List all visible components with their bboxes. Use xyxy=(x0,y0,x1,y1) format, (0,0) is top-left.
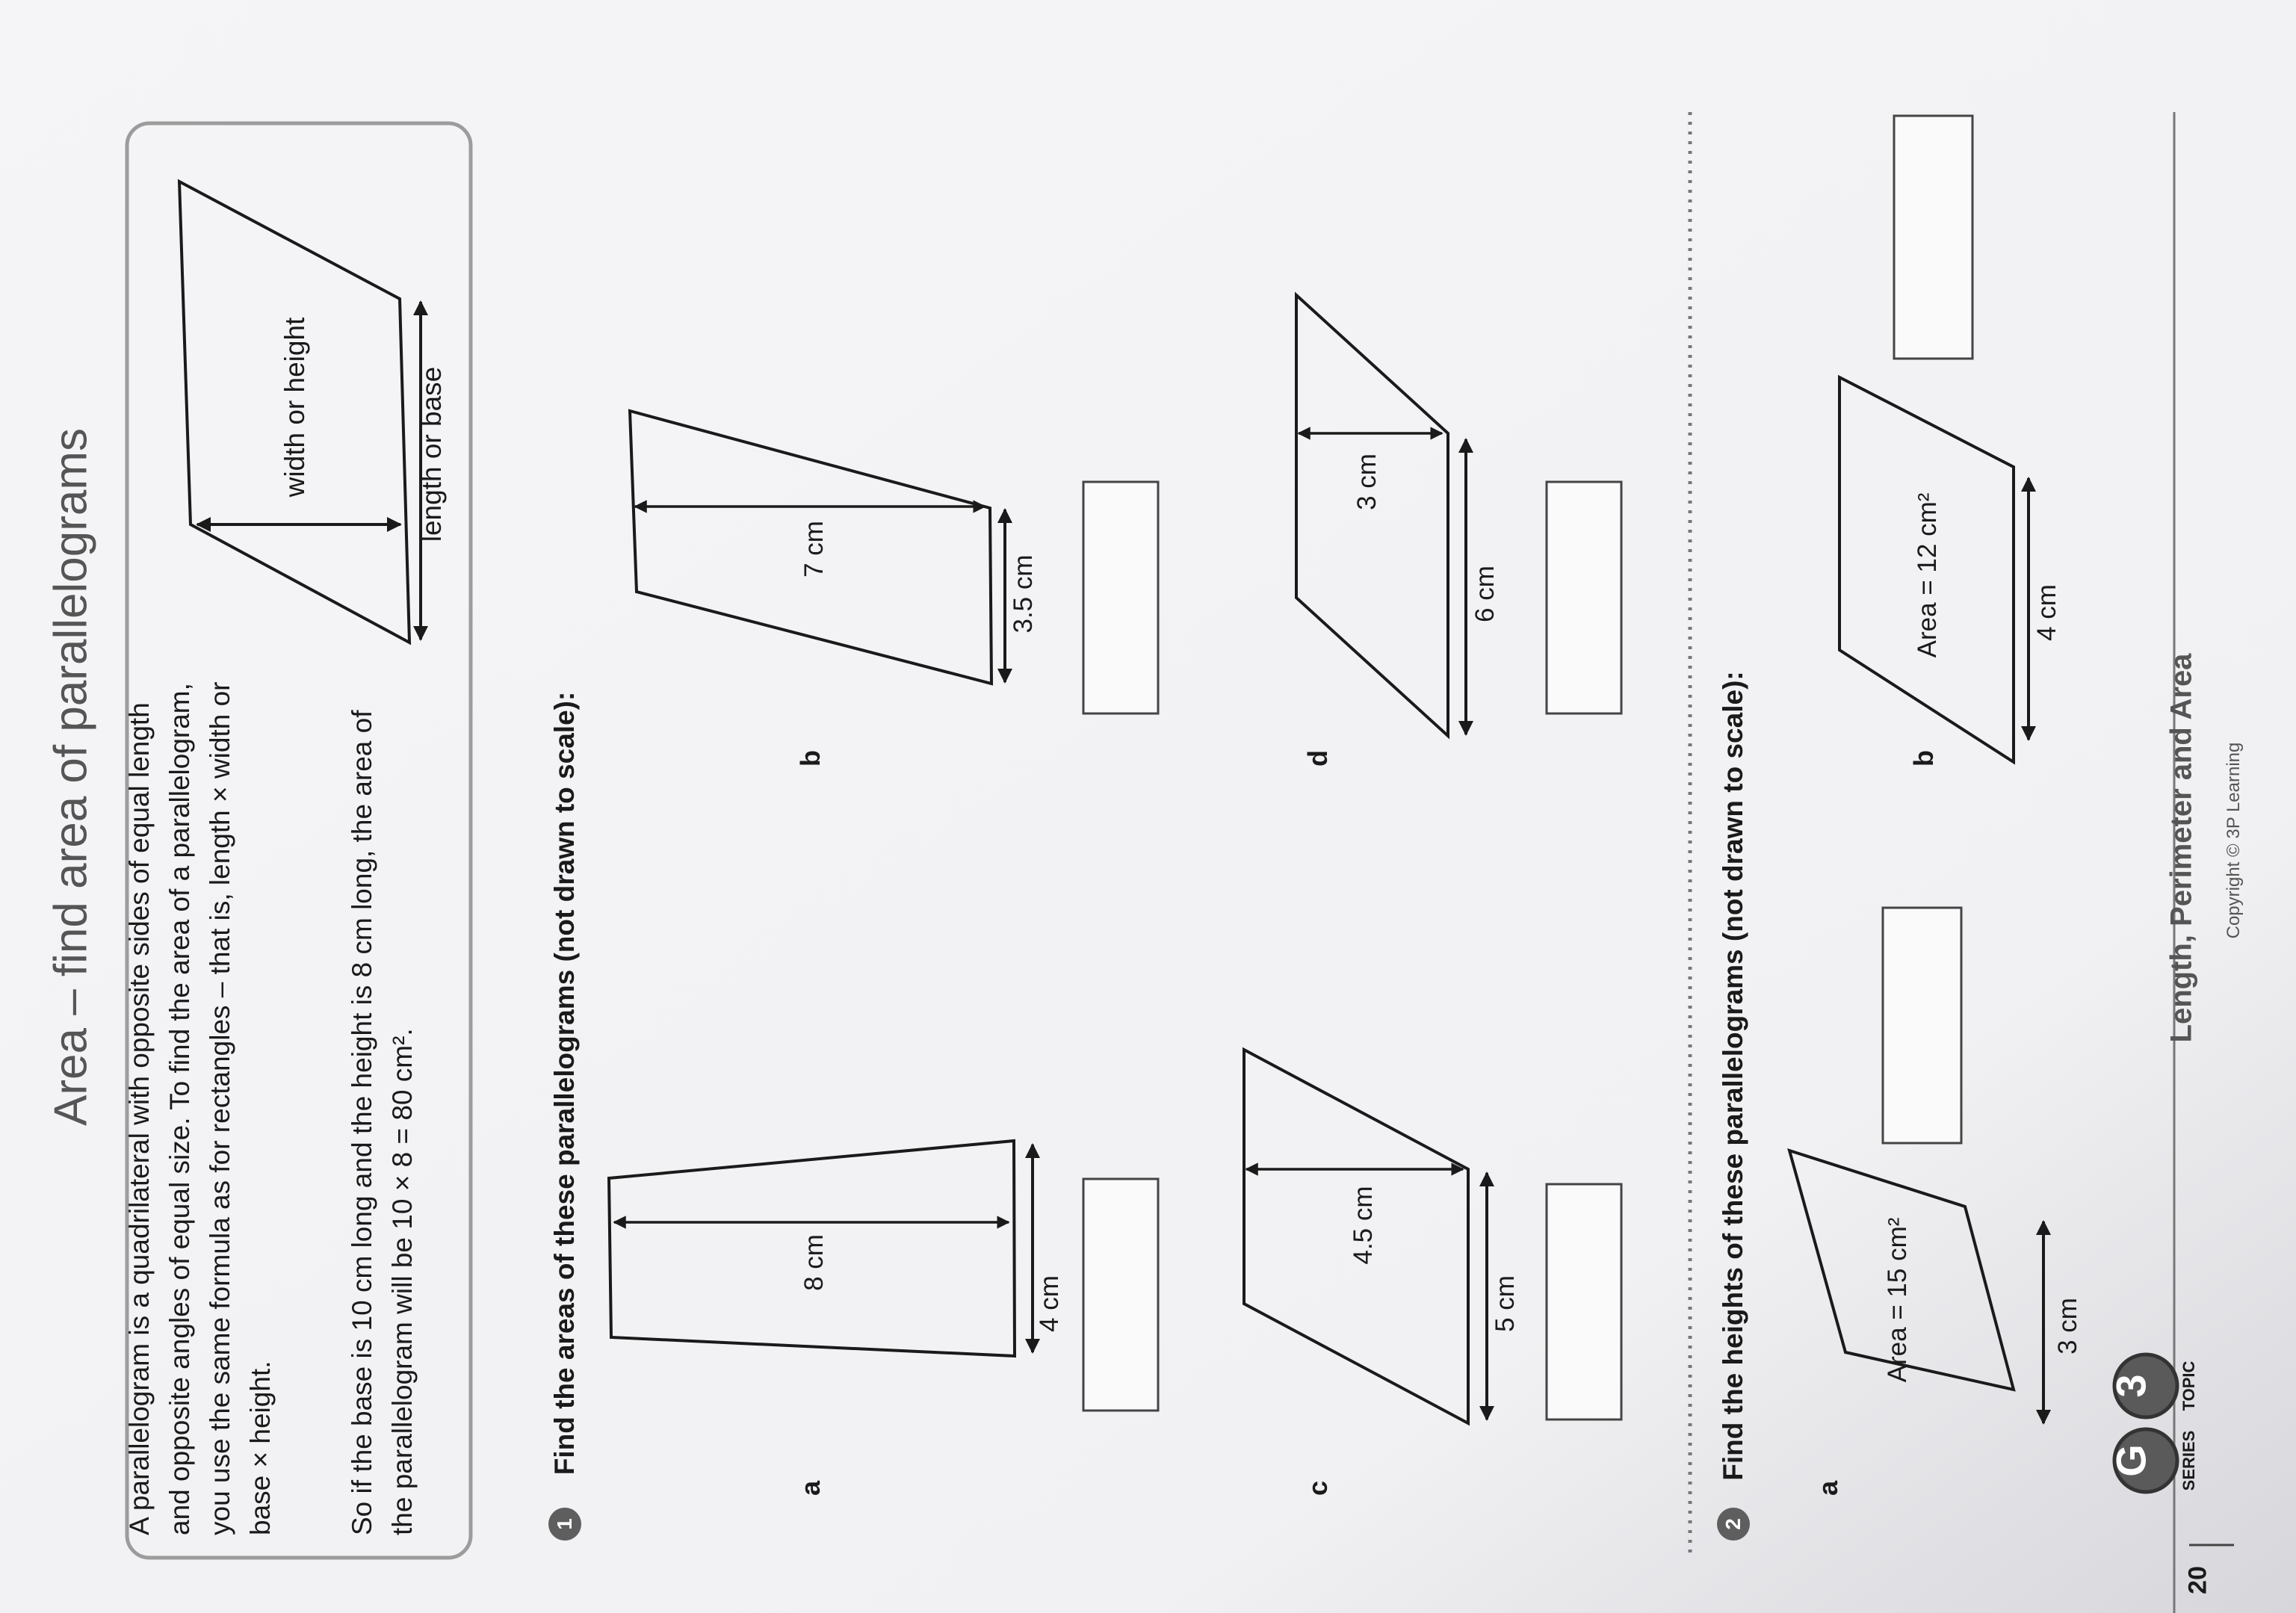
q1a-answer-box[interactable] xyxy=(1082,1177,1160,1412)
q1a-parallelogram xyxy=(607,1139,1017,1358)
topic-title: Length, Perimeter and Area xyxy=(2165,653,2198,1043)
q1b-base-label: 3.5 cm xyxy=(1009,554,1038,634)
topic-label: TOPIC xyxy=(2179,1360,2198,1411)
q1a-base-label: 4 cm xyxy=(1035,1275,1064,1332)
question-2-number: 2 xyxy=(1717,1508,1750,1541)
info-paragraph-2: So if the base is 10 cm long and the hei… xyxy=(347,710,418,1535)
page-number: 20 xyxy=(2183,1566,2212,1594)
q1c-letter: c xyxy=(1302,1480,1333,1496)
q1d-answer-box[interactable] xyxy=(1545,480,1623,715)
q1d-letter: d xyxy=(1302,750,1333,767)
question-2-text: Find the heights of these parallelograms… xyxy=(1718,671,1748,1481)
q1b-letter: b xyxy=(795,750,826,767)
q2b-answer-box[interactable] xyxy=(1893,114,1974,360)
q2a-parallelogram xyxy=(1787,1148,2016,1392)
q1a-letter: a xyxy=(795,1480,826,1496)
q1d-height-label: 3 cm xyxy=(1352,453,1381,510)
q2b-letter: b xyxy=(1908,750,1939,767)
q1c-base-label: 5 cm xyxy=(1491,1275,1520,1332)
question-1-text: Find the areas of these parallelograms (… xyxy=(549,691,580,1476)
q2b-parallelogram xyxy=(1838,374,2015,765)
q1d-parallelogram xyxy=(1295,291,1449,740)
copyright: Copyright © 3P Learning xyxy=(2224,742,2244,939)
question-1-number: 1 xyxy=(548,1508,581,1541)
q1b-height-label: 7 cm xyxy=(799,521,829,578)
q1c-height-label: 4.5 cm xyxy=(1349,1186,1378,1265)
q2a-letter: a xyxy=(1813,1480,1843,1496)
series-logo-letter: G xyxy=(2107,1444,2155,1477)
topic-logo-icon xyxy=(2112,1352,2179,1419)
page-title: Area – find area of parallelograms xyxy=(45,428,97,1126)
q1c-answer-box[interactable] xyxy=(1545,1183,1623,1421)
q2b-area-label: Area = 12 cm² xyxy=(1913,492,1942,658)
info-base-label: length or base xyxy=(416,366,447,542)
series-logo-icon xyxy=(2112,1427,2179,1494)
topic-logo-number: 3 xyxy=(2107,1374,2155,1398)
q2a-base-label: 3 cm xyxy=(2053,1298,2082,1355)
q1d-base-label: 6 cm xyxy=(1470,566,1500,622)
info-height-label: width or height xyxy=(279,317,310,498)
q1b-answer-box[interactable] xyxy=(1082,480,1160,715)
q2a-answer-box[interactable] xyxy=(1881,906,1963,1145)
q1c-parallelogram xyxy=(1243,1047,1470,1426)
q1a-height-label: 8 cm xyxy=(799,1234,829,1291)
q2b-base-label: 4 cm xyxy=(2032,584,2061,641)
info-paragraph-1: A parallelogram is a quadrilateral with … xyxy=(124,681,276,1535)
info-box xyxy=(125,121,473,1560)
q1b-parallelogram xyxy=(628,409,994,686)
q2a-area-label: Area = 15 cm² xyxy=(1883,1217,1912,1383)
info-parallelogram xyxy=(177,179,412,645)
series-label: SERIES xyxy=(2179,1430,2198,1491)
